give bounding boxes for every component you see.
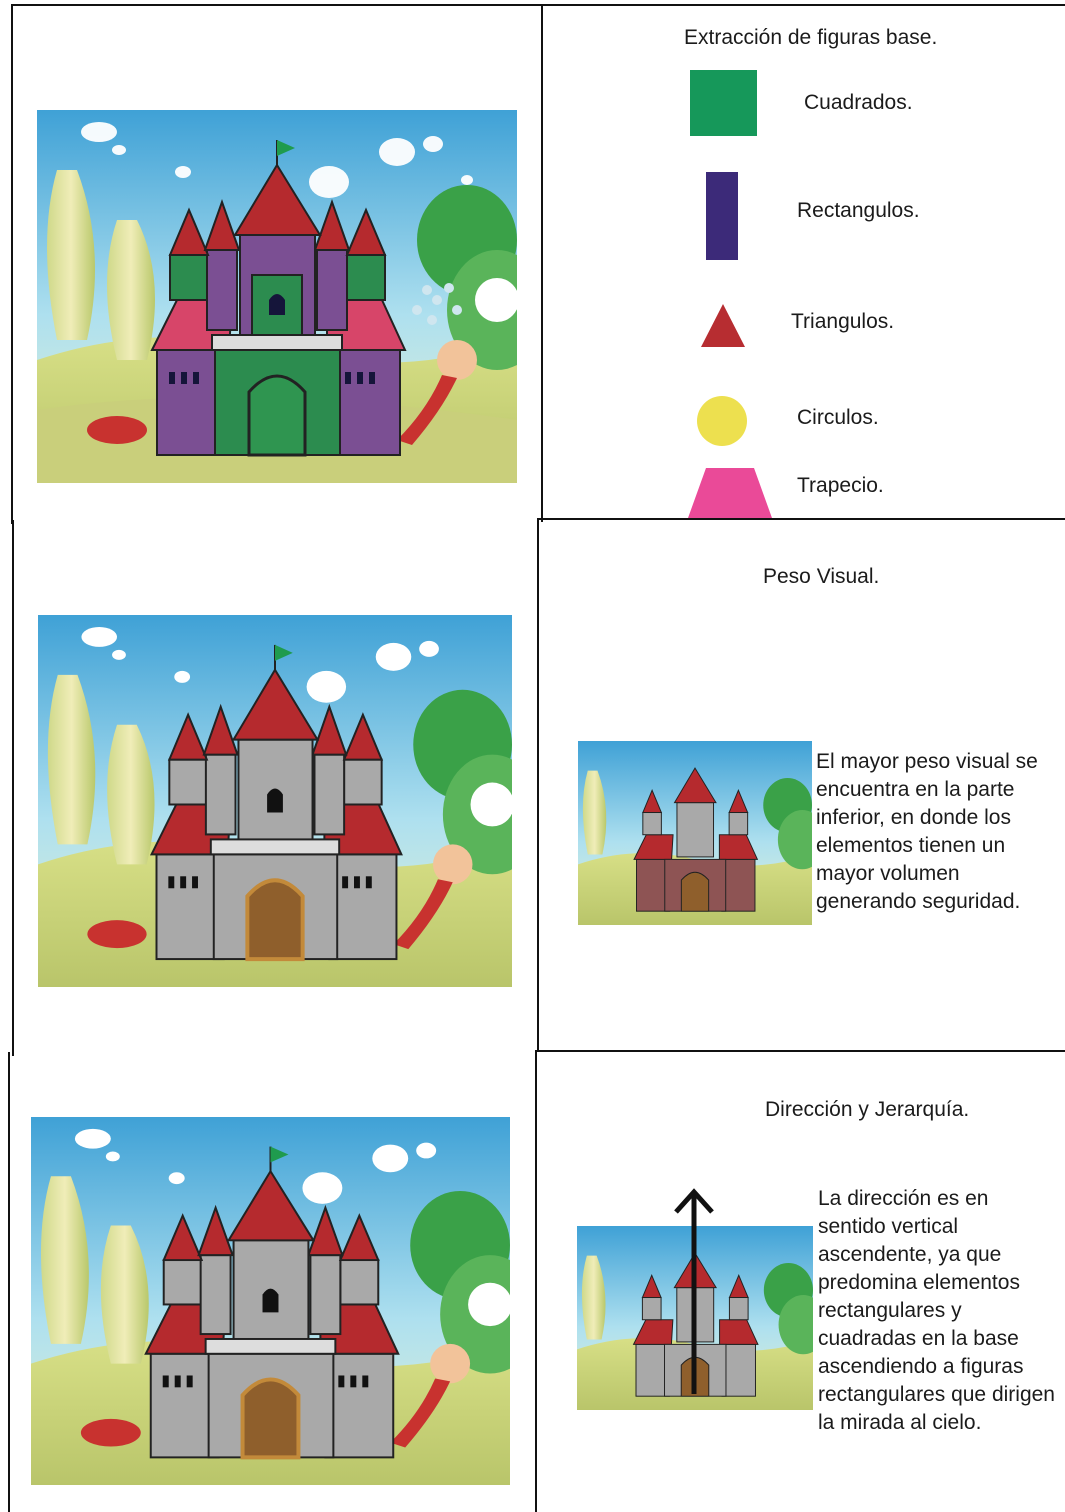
divider-v-3: [535, 1050, 537, 1512]
panel2-title: Peso Visual.: [763, 565, 880, 588]
border-left-3: [8, 1052, 10, 1512]
castle-illustration-2: [38, 615, 512, 987]
panel1-title: Extracción de figuras base.: [684, 26, 938, 49]
circle-shape-icon: [697, 396, 747, 446]
square-shape-icon: [690, 70, 757, 136]
panel3-title: Dirección y Jerarquía.: [765, 1098, 970, 1121]
triangle-shape-icon: [700, 302, 746, 348]
panel3-description: La dirección es en sentido vertical asce…: [818, 1187, 1055, 1434]
shape-label-square: Cuadrados.: [804, 91, 913, 114]
divider-v-2: [537, 518, 539, 1052]
shape-label-rectangle: Rectangulos.: [797, 199, 920, 222]
castle-thumbnail-visual-weight: [578, 741, 812, 925]
rectangle-shape-icon: [706, 172, 738, 260]
shape-label-trapezoid: Trapecio.: [797, 474, 884, 497]
border-left-2: [12, 520, 14, 1056]
arrow-up-icon: [670, 1186, 718, 1396]
shape-label-circle: Circulos.: [797, 406, 879, 429]
castle-shapes-illustration: [37, 110, 517, 483]
trapezoid-shape-icon: [688, 466, 772, 518]
border-left-1: [11, 4, 13, 524]
divider-h-2: [537, 1050, 1065, 1052]
divider-v-1: [541, 4, 543, 522]
divider-h-1: [537, 518, 1065, 520]
shape-label-triangle: Triangulos.: [791, 310, 895, 333]
panel2-description: El mayor peso visual se encuentra en la …: [816, 750, 1038, 913]
border-top: [12, 4, 1065, 6]
castle-illustration-3: [31, 1117, 510, 1485]
